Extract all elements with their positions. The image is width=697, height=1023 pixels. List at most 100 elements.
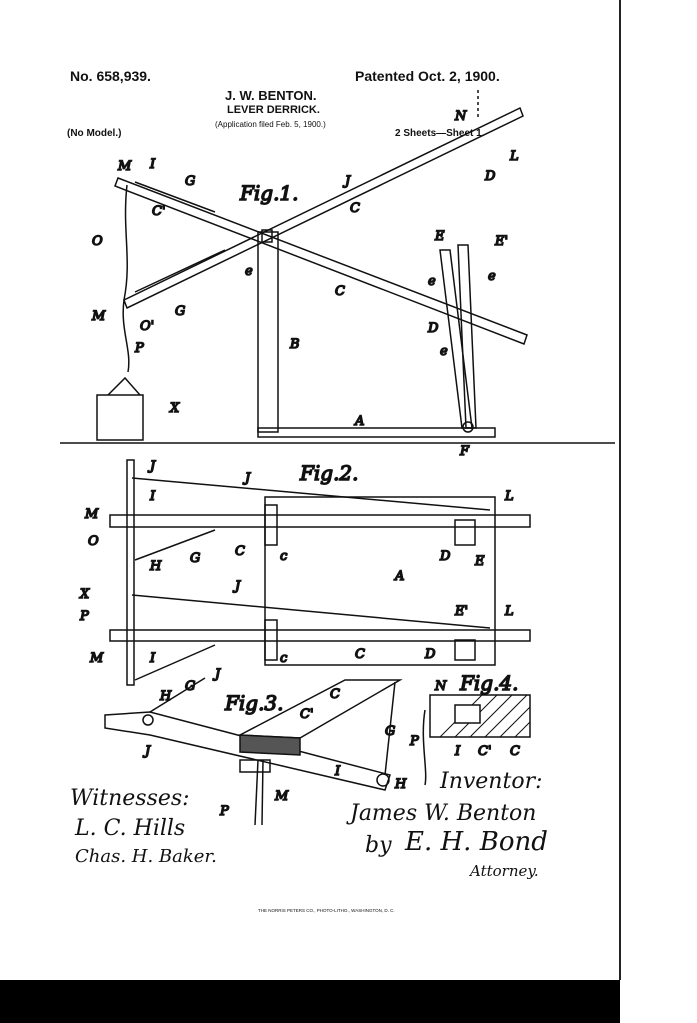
label: G [385,724,395,739]
label: F [459,444,470,459]
label: C' [152,204,166,219]
bracket [454,639,476,661]
label: X [79,587,90,602]
signatures: Witnesses: L. C. Hills Chas. H. Baker. I… [70,769,548,880]
label: D [424,647,436,662]
figure-2: J J Fig.2. I L M O H G C c D E A X J P E… [78,458,531,686]
label: J [232,579,241,594]
label: L [504,604,514,619]
load-x [96,394,144,441]
figure-4: N Fig.4. P I C' C [408,670,531,786]
label: H [149,559,162,574]
label: B [289,337,300,352]
label: O [92,234,103,249]
label: I [149,489,156,504]
patent-title: LEVER DERRICK. [227,104,320,116]
label: e [488,269,496,284]
figure-label: Fig.4. [459,671,519,695]
label: P [134,341,144,356]
label: D [484,169,496,184]
label: c [280,549,288,564]
pivot [261,229,273,243]
figure-1: M I G Fig.1. C' O J C D L N e C E E' e e… [60,90,615,460]
label: I [454,744,461,759]
label: C [335,284,345,299]
bracket [454,519,476,546]
pivot-j [142,714,154,726]
bracket [264,619,278,661]
label: J [242,471,251,486]
rope-o [122,184,130,373]
label: G [175,304,185,319]
rope [422,709,427,786]
inventor-label: Inventor: [439,769,543,794]
label: e [428,274,436,289]
label: O' [140,319,154,334]
sheet-number: 2 Sheets—Sheet 1. [395,128,485,139]
label: C [355,647,365,662]
label: J [147,459,156,474]
pivot-f [462,421,474,433]
rod-j-2 [131,594,491,629]
bracket [264,504,278,546]
label: E' [494,234,508,249]
witness-2-signature: Chas. H. Baker. [75,846,217,867]
label: D [439,549,451,564]
lever-c-2 [123,106,524,310]
label: O [88,534,99,549]
label: C [330,687,340,702]
model-note: (No Model.) [67,128,122,139]
label: I [149,651,156,666]
post-d-2 [457,244,477,429]
label: J [142,744,151,759]
rod-j [149,677,206,713]
bar-c-side [239,734,301,756]
label: C [235,544,245,559]
label: G [185,174,195,189]
block-i [454,704,481,724]
label: M [274,789,289,804]
sling [107,376,141,396]
application-date: (Application filed Feb. 5, 1900.) [215,120,326,129]
lithographer-credit: THE NORRIS PETERS CO., PHOTO-LITHO., WAS… [258,908,395,913]
label: C [350,201,360,216]
label: G [185,679,195,694]
bracket [239,759,271,773]
rod-g-2 [134,249,226,293]
post-b [257,231,279,433]
label: M [89,651,104,666]
label: C' [478,744,492,759]
rod-g-bottom [134,644,216,681]
label: L [509,149,519,164]
label: E' [454,604,468,619]
label: M [117,159,132,174]
label: D [427,321,439,336]
label: M [84,507,99,522]
lever-c-1 [114,177,528,345]
hatched-block [429,694,531,738]
rope-p [254,759,264,826]
attorney-signature: E. H. Bond [404,827,548,857]
post-d-1 [439,249,473,429]
by-label: by [365,833,392,858]
label: C [510,744,520,759]
label: M [91,309,106,324]
label: e [245,264,253,279]
label: H [394,777,407,792]
patent-date: Patented Oct. 2, 1900. [355,68,500,84]
label: E [434,229,445,244]
label: c [280,651,288,666]
figure-3: G J H Fig.3. C C' G J I H P M [104,666,408,826]
label: A [354,414,364,429]
label: A [394,569,404,584]
label: I [149,157,156,172]
label: P [219,804,229,819]
scan-edge [0,980,620,1023]
label: e [440,344,448,359]
base-a [257,427,496,438]
lever-upper [109,514,531,528]
label: J [342,174,351,189]
label: L [504,489,514,504]
lever-lower [109,629,531,642]
label: C' [300,707,314,722]
